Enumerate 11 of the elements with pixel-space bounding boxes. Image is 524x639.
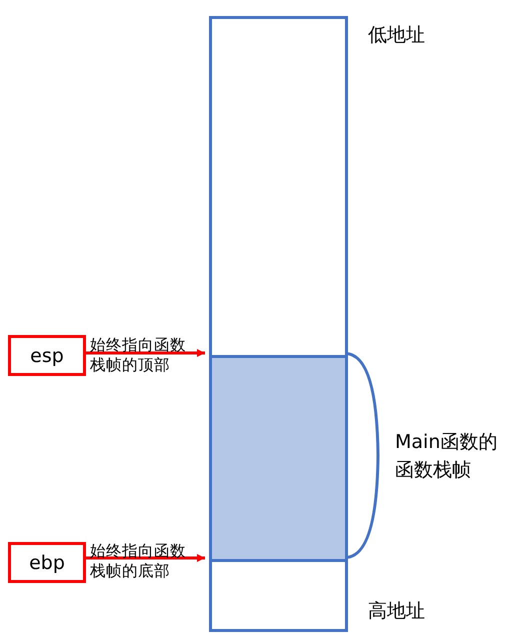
register-box: ebp xyxy=(8,542,86,583)
stack-column xyxy=(209,16,348,632)
edge-label: 始终指向函数栈帧的顶部 xyxy=(90,335,187,375)
address-label: 高地址 xyxy=(368,599,425,624)
edge-label: 始终指向函数栈帧的底部 xyxy=(90,541,187,581)
frame-caption: Main函数的函数栈帧 xyxy=(395,430,498,482)
register-box: esp xyxy=(8,335,86,376)
arrow xyxy=(86,554,205,562)
address-label: 低地址 xyxy=(368,23,425,48)
stack-frame xyxy=(209,355,348,562)
arrow xyxy=(86,349,205,357)
